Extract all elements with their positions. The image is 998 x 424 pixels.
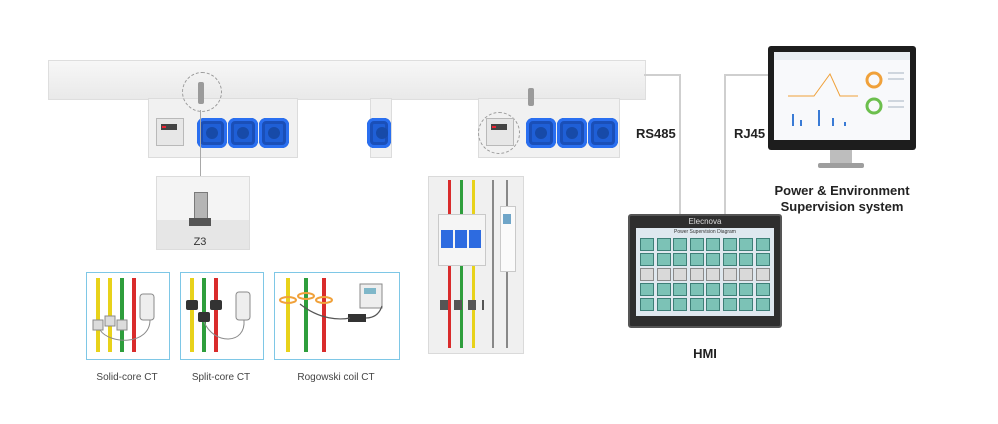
hmi-screen-title: Power Supervision Diagram — [674, 229, 736, 235]
din-meter-display — [503, 214, 511, 224]
hmi-status-cell — [755, 298, 770, 311]
hmi-status-cell — [755, 238, 770, 251]
hmi-status-cell — [739, 253, 753, 266]
zone-label: Z3 — [193, 236, 207, 248]
hmi-status-cell — [689, 253, 704, 266]
cable-rs485-vertical — [679, 74, 681, 216]
hmi-status-cell — [722, 283, 737, 296]
hmi-status-cell — [755, 253, 770, 266]
rs485-label: RS485 — [636, 126, 676, 141]
monitor-stand-base — [818, 163, 864, 168]
rogowski-ct-illustration — [279, 278, 383, 352]
hmi-status-cell — [722, 238, 737, 251]
hmi-status-cell — [739, 283, 753, 296]
tap-off-plug-left — [198, 82, 204, 104]
hmi-status-cell — [640, 253, 654, 266]
hmi-status-cell — [706, 268, 720, 281]
breaker-handle-2 — [455, 230, 467, 248]
system-title-line1: Power & Environment — [774, 183, 910, 198]
hmi-status-cell — [673, 283, 687, 296]
hmi-status-cell — [706, 238, 720, 251]
tap-off-link-line — [200, 110, 201, 178]
socket-left-2 — [228, 118, 258, 148]
energy-meter-left — [156, 118, 184, 146]
hmi-brand: Elecnova — [688, 217, 722, 226]
hmi-status-cell — [656, 253, 671, 266]
monitor-dashboard — [774, 52, 910, 126]
hmi-status-cell — [722, 253, 737, 266]
ct-caption-solid-core: Solid-core CT — [96, 372, 158, 383]
hmi-status-cell — [656, 283, 671, 296]
socket-right-1 — [526, 118, 556, 148]
hmi-status-cell — [640, 283, 654, 296]
hmi-status-cell — [739, 238, 753, 251]
ct-caption-rogowski: Rogowski coil CT — [297, 372, 375, 383]
hmi-status-cell — [673, 253, 687, 266]
hmi-status-cell — [640, 238, 654, 251]
hmi-status-cell — [706, 253, 720, 266]
hmi-status-cell — [656, 298, 671, 311]
hmi-status-cell — [739, 298, 753, 311]
rj45-label: RJ45 — [734, 126, 766, 141]
energy-meter-right — [486, 118, 514, 146]
hmi-status-cell — [689, 238, 704, 251]
cable-rj45-horizontal — [724, 74, 770, 76]
system-title-line2: Supervision system — [780, 199, 904, 214]
hmi-status-cell — [755, 268, 770, 281]
socket-middle — [367, 118, 391, 148]
hmi-status-cell — [673, 238, 687, 251]
hmi-status-cell — [656, 238, 671, 251]
hmi-status-cell — [640, 268, 654, 281]
hmi-status-cell — [640, 298, 654, 311]
hmi-status-cell — [673, 268, 687, 281]
panel-ct-row — [440, 300, 484, 310]
cable-rj45-vertical — [724, 74, 726, 216]
hmi-status-cell — [722, 298, 737, 311]
hmi-label: HMI — [693, 346, 717, 361]
hmi-status-cell — [755, 283, 770, 296]
hmi-status-cell — [656, 268, 671, 281]
tap-off-plug-right — [528, 88, 534, 106]
zoom-plug-connector — [189, 218, 211, 226]
hmi-status-cell — [722, 268, 737, 281]
socket-left-1 — [197, 118, 227, 148]
hmi-status-cell — [689, 283, 704, 296]
hmi-status-cell — [706, 298, 720, 311]
split-core-ct-illustration — [186, 278, 251, 352]
socket-right-2 — [557, 118, 587, 148]
hmi-status-cell — [739, 268, 753, 281]
breaker-handle-3 — [469, 230, 481, 248]
socket-right-3 — [588, 118, 618, 148]
tap-off-highlight-circle — [182, 72, 222, 112]
monitor-stand-neck — [830, 150, 852, 164]
hmi-status-cell — [689, 268, 704, 281]
meter-highlight-circle — [478, 112, 520, 154]
socket-left-3 — [259, 118, 289, 148]
hmi-status-grid — [640, 238, 772, 312]
breaker-handle-1 — [441, 230, 453, 248]
ct-caption-split-core: Split-core CT — [191, 372, 251, 383]
solid-core-ct-illustration — [92, 278, 155, 352]
busbar-trunking — [48, 60, 646, 100]
hmi-status-cell — [706, 283, 720, 296]
hmi-status-cell — [689, 298, 704, 311]
cable-rs485-horizontal — [644, 74, 680, 76]
hmi-status-cell — [673, 298, 687, 311]
